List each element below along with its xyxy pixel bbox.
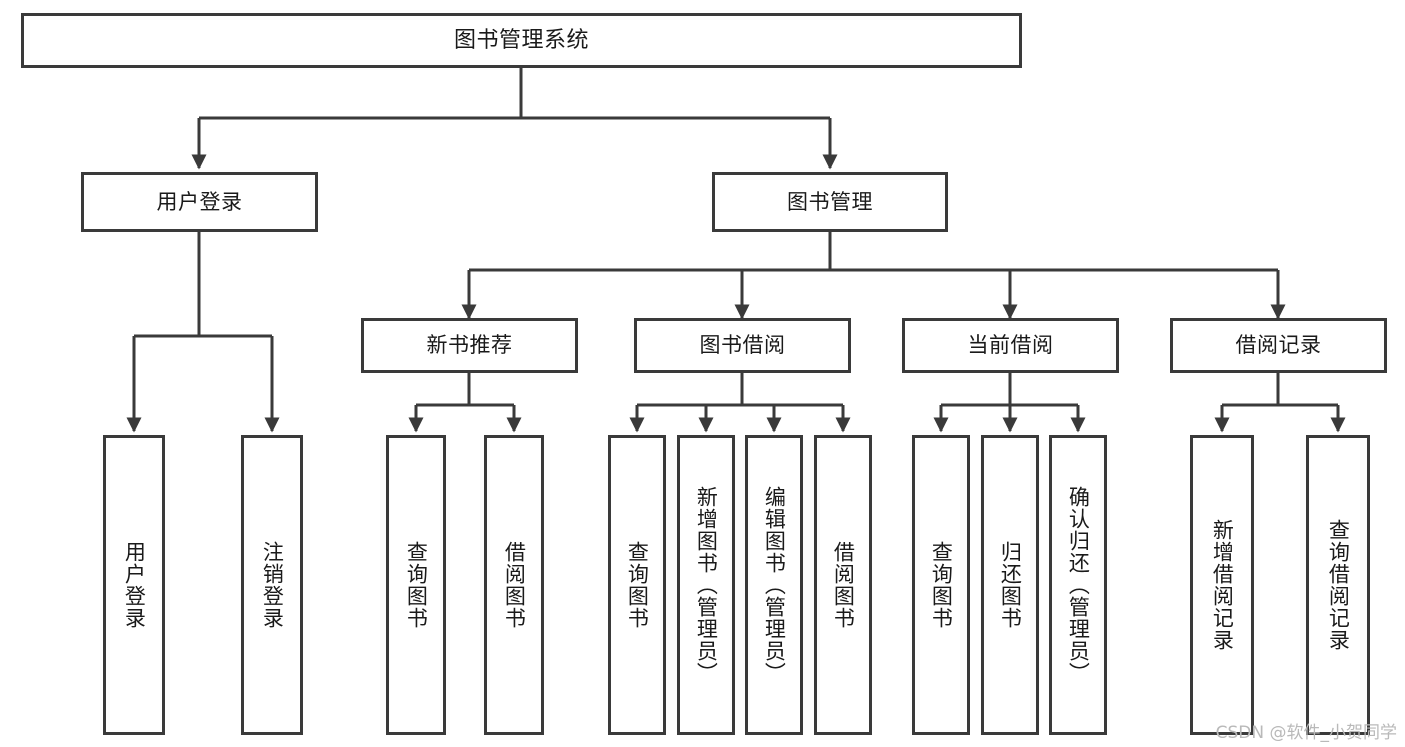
node-leaf-query-book-3[interactable]: 查询图书 — [912, 435, 970, 735]
node-root-label: 图书管理系统 — [453, 27, 589, 53]
node-leaf-logout-login[interactable]: 注销登录 — [241, 435, 303, 735]
node-user-login-label: 用户登录 — [156, 189, 243, 214]
node-leaf-query-book-2-label: 查询图书 — [625, 541, 650, 629]
node-leaf-edit-book-label: 编辑图书（管理员） — [762, 486, 787, 684]
node-leaf-borrow-book-1[interactable]: 借阅图书 — [484, 435, 544, 735]
node-borrow-record[interactable]: 借阅记录 — [1170, 318, 1387, 373]
node-current-borrow-label: 当前借阅 — [967, 333, 1054, 358]
node-root[interactable]: 图书管理系统 — [21, 13, 1022, 68]
node-leaf-query-book-2[interactable]: 查询图书 — [608, 435, 666, 735]
node-leaf-add-record-label: 新增借阅记录 — [1210, 519, 1235, 651]
node-new-book-rec-label: 新书推荐 — [426, 333, 513, 358]
node-leaf-confirm-return[interactable]: 确认归还（管理员） — [1049, 435, 1107, 735]
node-leaf-confirm-return-label: 确认归还（管理员） — [1066, 486, 1091, 684]
node-leaf-query-record-label: 查询借阅记录 — [1326, 519, 1351, 651]
node-book-borrow[interactable]: 图书借阅 — [634, 318, 851, 373]
node-leaf-query-book-1-label: 查询图书 — [404, 541, 429, 629]
node-leaf-add-book-label: 新增图书（管理员） — [694, 486, 719, 684]
node-book-manage-label: 图书管理 — [787, 189, 873, 214]
node-leaf-add-book[interactable]: 新增图书（管理员） — [677, 435, 735, 735]
node-leaf-logout-login-label: 注销登录 — [260, 541, 285, 629]
node-leaf-borrow-book-1-label: 借阅图书 — [502, 541, 527, 629]
node-leaf-user-login-label: 用户登录 — [122, 541, 147, 629]
node-leaf-user-login[interactable]: 用户登录 — [103, 435, 165, 735]
node-leaf-borrow-book-2-label: 借阅图书 — [831, 541, 856, 629]
node-book-borrow-label: 图书借阅 — [699, 333, 786, 358]
node-leaf-add-record[interactable]: 新增借阅记录 — [1190, 435, 1254, 735]
node-leaf-edit-book[interactable]: 编辑图书（管理员） — [745, 435, 803, 735]
node-current-borrow[interactable]: 当前借阅 — [902, 318, 1119, 373]
node-leaf-query-book-3-label: 查询图书 — [929, 541, 954, 629]
node-leaf-query-book-1[interactable]: 查询图书 — [386, 435, 446, 735]
node-borrow-record-label: 借阅记录 — [1235, 333, 1322, 358]
node-book-manage[interactable]: 图书管理 — [712, 172, 948, 232]
node-leaf-return-book-label: 归还图书 — [998, 541, 1023, 629]
node-leaf-query-record[interactable]: 查询借阅记录 — [1306, 435, 1370, 735]
node-user-login[interactable]: 用户登录 — [81, 172, 318, 232]
node-leaf-borrow-book-2[interactable]: 借阅图书 — [814, 435, 872, 735]
node-leaf-return-book[interactable]: 归还图书 — [981, 435, 1039, 735]
node-new-book-rec[interactable]: 新书推荐 — [361, 318, 578, 373]
